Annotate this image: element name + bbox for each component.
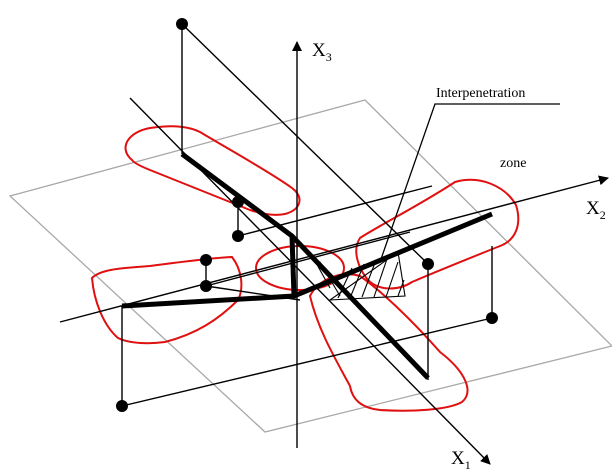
svg-text:X1: X1: [451, 448, 471, 472]
zone-label: zone: [500, 156, 526, 171]
dot-right: [422, 258, 434, 270]
interpenetration-leader: [379, 103, 560, 263]
x3-label-sub: 3: [326, 50, 332, 64]
x1-label-sub: 1: [465, 458, 471, 472]
projection-lines: [121, 23, 493, 407]
x3-label-main: X: [312, 40, 326, 61]
ellipsoids: [90, 125, 520, 412]
axis-label-x1: X1: [451, 448, 471, 472]
ground-plane: [8, 99, 612, 433]
dot-upper-left: [232, 196, 244, 208]
dot-bottom-left: [116, 400, 128, 412]
interpenetration-hatch: [309, 251, 406, 301]
dot-top: [176, 18, 188, 30]
svg-text:X3: X3: [312, 40, 332, 64]
x2-axis: [59, 175, 609, 323]
dot-left-b: [200, 280, 212, 292]
interpenetration-label: Interpenetration: [436, 86, 525, 101]
svg-text:X2: X2: [586, 198, 606, 222]
ellipsoid-upper-left: [124, 125, 301, 216]
x2-label-main: X: [586, 198, 600, 219]
axis-label-x2: X2: [586, 198, 606, 222]
endpoint-dots: [116, 18, 498, 412]
dot-far-right: [486, 312, 498, 324]
dot-left-a: [200, 254, 212, 266]
x2-label-sub: 2: [600, 208, 606, 222]
axis-label-x3: X3: [312, 40, 332, 64]
thick-center-lines: [121, 151, 493, 380]
x1-label-main: X: [451, 448, 465, 469]
dot-mid-left: [232, 230, 244, 242]
